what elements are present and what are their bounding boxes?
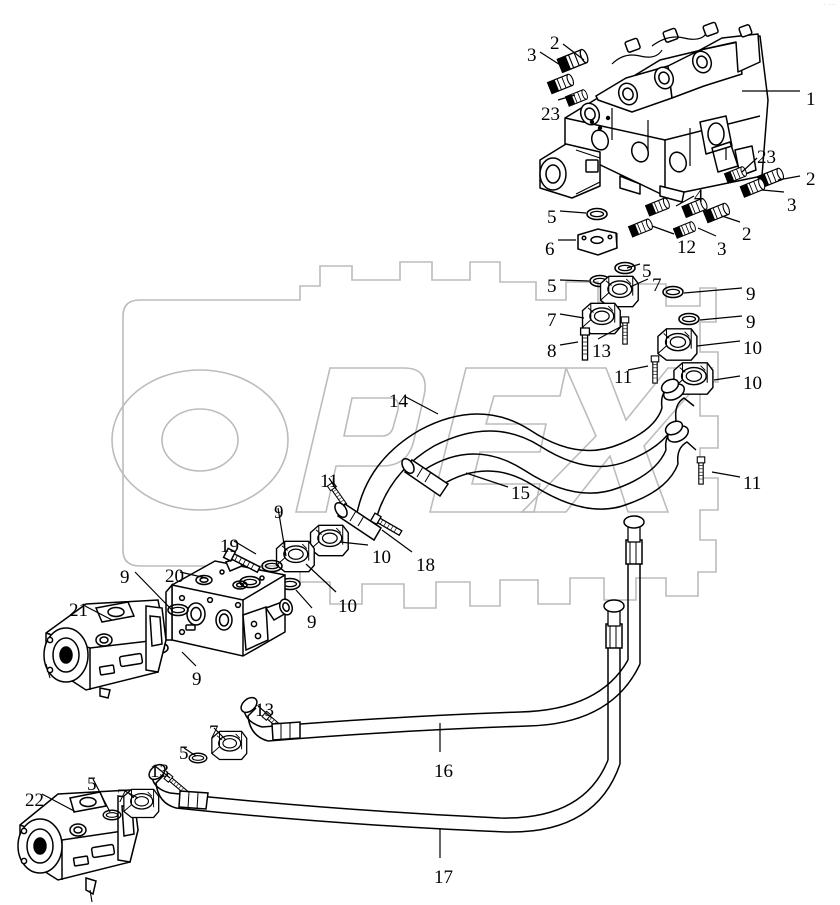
callout-9f: 9 [192, 669, 202, 690]
corner-artifact-mark: · ··· [823, 2, 836, 8]
callout-9b: 9 [746, 312, 756, 333]
callout-9c: 9 [274, 502, 284, 523]
hydraulic-pump-22-illustration [17, 789, 139, 903]
callout-3b: 3 [787, 195, 797, 216]
callout-5: 5 [547, 207, 557, 228]
callout-7b: 7 [547, 310, 557, 331]
callout-17: 17 [434, 867, 453, 888]
cover-plate-6 [577, 228, 618, 256]
main-pump-assembly-illustration [539, 21, 769, 203]
callout-5e: 5 [87, 774, 97, 795]
hose-16 [240, 515, 645, 742]
callout-9d: 9 [307, 612, 317, 633]
callout-13: 13 [592, 341, 611, 362]
callout-20: 20 [165, 566, 184, 587]
callout-3c: 3 [717, 239, 727, 260]
callout-3: 3 [527, 45, 537, 66]
callout-10: 10 [743, 338, 762, 359]
callout-2: 2 [550, 33, 560, 54]
callout-23: 23 [541, 104, 560, 125]
callout-5b: 5 [642, 261, 652, 282]
callout-13b: 13 [255, 700, 274, 721]
hose-15 [401, 420, 697, 510]
hose-17 [148, 599, 625, 833]
callout-6: 6 [545, 239, 555, 260]
callout-2b: 2 [806, 169, 816, 190]
callout-7d: 7 [117, 786, 127, 807]
callout-2c: 2 [742, 224, 752, 245]
callout-11c: 11 [320, 471, 339, 492]
callout-5c: 5 [547, 276, 557, 297]
callout-9e: 9 [120, 567, 130, 588]
callout-8: 8 [547, 341, 557, 362]
callout-10c: 10 [372, 547, 391, 568]
callout-12: 12 [677, 237, 696, 258]
callout-21: 21 [69, 600, 88, 621]
callout-13c: 13 [150, 761, 169, 782]
callout-5d: 5 [179, 743, 189, 764]
callout-7: 7 [652, 275, 662, 296]
callout-14: 14 [389, 391, 408, 412]
hydraulic-pump-21-illustration [43, 599, 167, 699]
callout-1: 1 [806, 89, 816, 110]
callout-10d: 10 [338, 596, 357, 617]
callout-23b: 23 [757, 147, 776, 168]
callout-4: 4 [694, 186, 704, 207]
callout-16: 16 [434, 761, 453, 782]
callout-22: 22 [25, 790, 44, 811]
callout-7c: 7 [209, 722, 219, 743]
callout-18: 18 [416, 555, 435, 576]
callout-19: 19 [220, 536, 239, 557]
callout-11b: 11 [743, 473, 762, 494]
callout-9: 9 [746, 284, 756, 305]
callout-15: 15 [511, 483, 530, 504]
callout-11: 11 [614, 367, 633, 388]
hose-14 [334, 378, 695, 542]
callout-10b: 10 [743, 373, 762, 394]
